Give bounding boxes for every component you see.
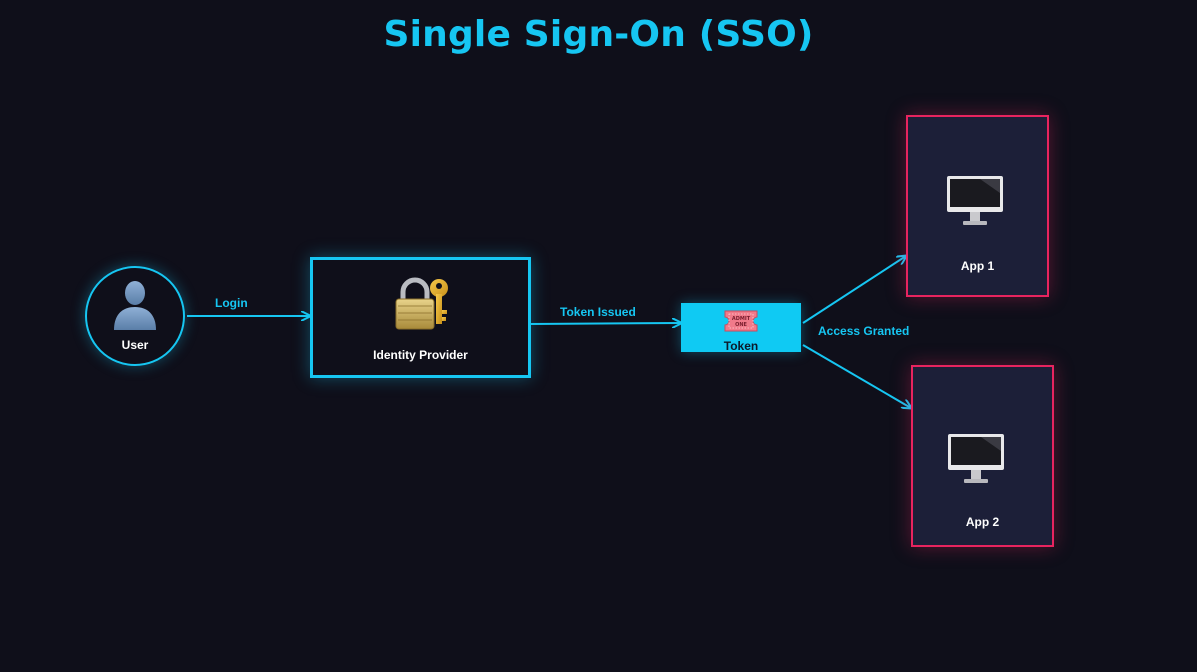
user-node: User [85,266,185,366]
lock-with-key-icon [395,277,448,330]
user-label: User [121,338,149,352]
user-silhouette-icon [114,281,156,330]
token-issued-label: Token Issued [560,305,636,319]
token-node: ADMIT ONE Token [681,303,801,353]
login-label: Login [215,296,248,310]
page-title: Single Sign-On (SSO) [383,14,814,55]
ticket-text-one: ONE [735,322,747,328]
app1-node: App 1 [906,115,1049,297]
app2-node: App 2 [911,365,1054,547]
admit-one-ticket-icon: ADMIT ONE [724,310,758,332]
app2-label: App 2 [965,515,1000,529]
desktop-computer-icon [947,176,1003,225]
access-granted-arrow-app1 [802,256,906,324]
identity-provider-node: Identity Provider [310,257,531,378]
ticket-text-admit: ADMIT [732,316,751,322]
desktop-computer-icon [948,434,1004,483]
identity-provider-label: Identity Provider [373,348,468,362]
access-granted-label: Access Granted [818,324,910,338]
access-granted-arrow-app2 [802,344,911,408]
token-label: Token [723,339,759,353]
token-issued-arrow [529,323,681,324]
app1-label: App 1 [960,259,995,273]
